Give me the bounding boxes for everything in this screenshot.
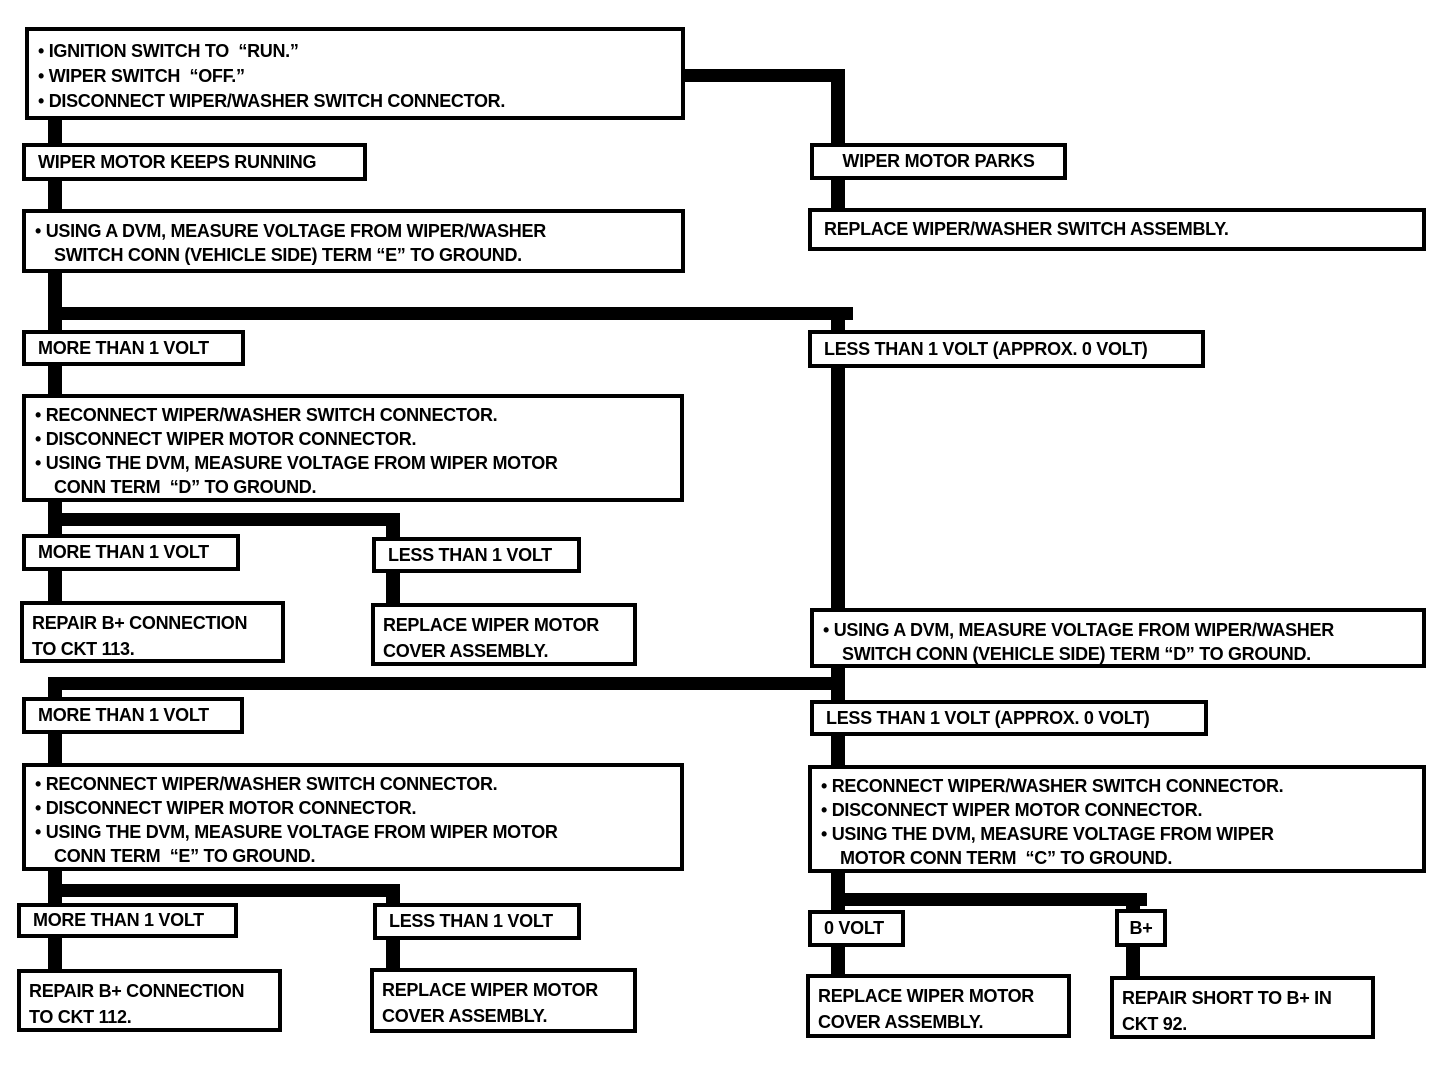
action-replace-wiper-motor-cover-2: REPLACE WIPER MOTOR COVER ASSEMBLY.: [370, 968, 637, 1033]
step-line: CONN TERM “D” TO GROUND.: [54, 477, 317, 497]
connector-line: [48, 307, 853, 320]
connector-line: [831, 367, 845, 610]
result-more-than-1-volt-2: MORE THAN 1 VOLT: [22, 534, 240, 571]
connector-line: [48, 733, 62, 765]
connector-line: [1126, 893, 1140, 911]
step-line: • DISCONNECT WIPER MOTOR CONNECTOR.: [35, 429, 417, 449]
connector-line: [831, 735, 845, 767]
connector-line: [831, 893, 1147, 906]
connector-line: [48, 118, 62, 145]
action-replace-wiper-washer-switch-assembly: REPLACE WIPER/WASHER SWITCH ASSEMBLY.: [808, 208, 1426, 251]
step-line: • USING A DVM, MEASURE VOLTAGE FROM WIPE…: [35, 221, 546, 241]
steps-term-d-box: • RECONNECT WIPER/WASHER SWITCH CONNECTO…: [22, 394, 684, 502]
step-line: • USING THE DVM, MEASURE VOLTAGE FROM WI…: [35, 822, 558, 842]
result-less-than-1-volt-1: LESS THAN 1 VOLT: [372, 537, 581, 573]
connector-line: [831, 179, 845, 210]
step-line: CONN TERM “E” TO GROUND.: [54, 846, 316, 866]
branch-wiper-motor-keeps-running: WIPER MOTOR KEEPS RUNNING: [22, 143, 367, 181]
action-line: REPAIR B+ CONNECTION: [32, 613, 248, 633]
box-label: MORE THAN 1 VOLT: [38, 705, 209, 725]
box-label: 0 VOLT: [824, 918, 884, 938]
box-label: MORE THAN 1 VOLT: [38, 337, 209, 358]
branch-wiper-motor-parks: WIPER MOTOR PARKS: [810, 143, 1067, 180]
result-less-than-1-volt-2: LESS THAN 1 VOLT: [373, 903, 581, 940]
box-label: B+: [1129, 917, 1153, 938]
action-line: COVER ASSEMBLY.: [382, 1006, 548, 1026]
connector-line: [386, 513, 400, 539]
box-label: REPLACE WIPER/WASHER SWITCH ASSEMBLY.: [824, 219, 1229, 239]
box-label: MORE THAN 1 VOLT: [33, 910, 204, 930]
step-line: • DISCONNECT WIPER MOTOR CONNECTOR.: [35, 798, 417, 818]
box-label: MORE THAN 1 VOLT: [38, 542, 209, 562]
result-less-than-1-volt-approx-0-1: LESS THAN 1 VOLT (APPROX. 0 VOLT): [808, 330, 1205, 368]
action-line: REPLACE WIPER MOTOR: [818, 986, 1034, 1006]
result-0-volt: 0 VOLT: [808, 910, 905, 947]
result-more-than-1-volt-3: MORE THAN 1 VOLT: [22, 697, 244, 734]
start-conditions-box: • IGNITION SWITCH TO “RUN.” • WIPER SWIT…: [25, 27, 685, 120]
connector-line: [831, 69, 845, 145]
measure-term-d-box: • USING A DVM, MEASURE VOLTAGE FROM WIPE…: [810, 608, 1426, 668]
step-line: SWITCH CONN (VEHICLE SIDE) TERM “D” TO G…: [842, 644, 1311, 664]
connector-line: [48, 180, 62, 211]
step-line: • RECONNECT WIPER/WASHER SWITCH CONNECTO…: [35, 774, 498, 794]
connector-line: [831, 872, 845, 912]
connector-line: [386, 939, 400, 970]
connector-line: [386, 884, 400, 905]
connector-line: [683, 69, 845, 82]
condition-line: • IGNITION SWITCH TO “RUN.”: [38, 41, 299, 61]
box-label: LESS THAN 1 VOLT: [389, 911, 553, 931]
action-line: TO CKT 113.: [32, 639, 135, 659]
connector-line: [48, 271, 62, 332]
condition-line: • WIPER SWITCH “OFF.”: [38, 66, 245, 86]
box-label: WIPER MOTOR PARKS: [842, 151, 1035, 171]
step-line: • USING A DVM, MEASURE VOLTAGE FROM WIPE…: [823, 620, 1334, 640]
action-line: REPLACE WIPER MOTOR: [383, 615, 599, 635]
action-line: COVER ASSEMBLY.: [818, 1012, 984, 1032]
action-replace-wiper-motor-cover-1: REPLACE WIPER MOTOR COVER ASSEMBLY.: [371, 603, 637, 666]
step-line: • RECONNECT WIPER/WASHER SWITCH CONNECTO…: [821, 776, 1284, 796]
step-line: MOTOR CONN TERM “C” TO GROUND.: [840, 848, 1173, 868]
action-repair-b-plus-ckt-113: REPAIR B+ CONNECTION TO CKT 113.: [20, 601, 285, 663]
step-line: • DISCONNECT WIPER MOTOR CONNECTOR.: [821, 800, 1203, 820]
steps-term-c-box: • RECONNECT WIPER/WASHER SWITCH CONNECTO…: [808, 765, 1426, 873]
step-line: • RECONNECT WIPER/WASHER SWITCH CONNECTO…: [35, 405, 498, 425]
action-line: REPLACE WIPER MOTOR: [382, 980, 598, 1000]
connector-line: [831, 946, 845, 976]
connector-line: [48, 570, 62, 603]
action-line: TO CKT 112.: [29, 1007, 132, 1027]
box-label: LESS THAN 1 VOLT: [388, 544, 552, 565]
connector-line: [48, 937, 62, 971]
connector-line: [48, 677, 845, 690]
connector-line: [48, 513, 400, 526]
action-repair-short-to-b-plus-ckt-92: REPAIR SHORT TO B+ IN CKT 92.: [1110, 976, 1375, 1039]
action-repair-b-plus-ckt-112: REPAIR B+ CONNECTION TO CKT 112.: [17, 969, 282, 1032]
action-line: CKT 92.: [1122, 1014, 1187, 1034]
connector-line: [831, 318, 845, 332]
result-less-than-1-volt-approx-0-2: LESS THAN 1 VOLT (APPROX. 0 VOLT): [810, 700, 1208, 736]
box-label: LESS THAN 1 VOLT (APPROX. 0 VOLT): [826, 707, 1150, 728]
step-line: • USING THE DVM, MEASURE VOLTAGE FROM WI…: [821, 824, 1274, 844]
action-replace-wiper-motor-cover-3: REPLACE WIPER MOTOR COVER ASSEMBLY.: [806, 974, 1071, 1038]
measure-term-e-box: • USING A DVM, MEASURE VOLTAGE FROM WIPE…: [22, 209, 685, 273]
action-line: COVER ASSEMBLY.: [383, 641, 549, 661]
connector-line: [48, 677, 62, 699]
result-b-plus: B+: [1115, 909, 1167, 947]
action-line: REPAIR B+ CONNECTION: [29, 981, 245, 1001]
connector-line: [1126, 946, 1140, 978]
action-line: REPAIR SHORT TO B+ IN: [1122, 988, 1332, 1008]
result-more-than-1-volt-1: MORE THAN 1 VOLT: [22, 330, 245, 366]
connector-line: [48, 365, 62, 396]
steps-term-e-box: • RECONNECT WIPER/WASHER SWITCH CONNECTO…: [22, 763, 684, 871]
result-more-than-1-volt-4: MORE THAN 1 VOLT: [17, 903, 238, 938]
box-label: WIPER MOTOR KEEPS RUNNING: [38, 151, 317, 172]
connector-line: [386, 572, 400, 605]
connector-line: [48, 884, 400, 897]
condition-line: • DISCONNECT WIPER/WASHER SWITCH CONNECT…: [38, 91, 506, 111]
step-line: • USING THE DVM, MEASURE VOLTAGE FROM WI…: [35, 453, 558, 473]
box-label: LESS THAN 1 VOLT (APPROX. 0 VOLT): [824, 338, 1148, 359]
step-line: SWITCH CONN (VEHICLE SIDE) TERM “E” TO G…: [54, 245, 522, 265]
